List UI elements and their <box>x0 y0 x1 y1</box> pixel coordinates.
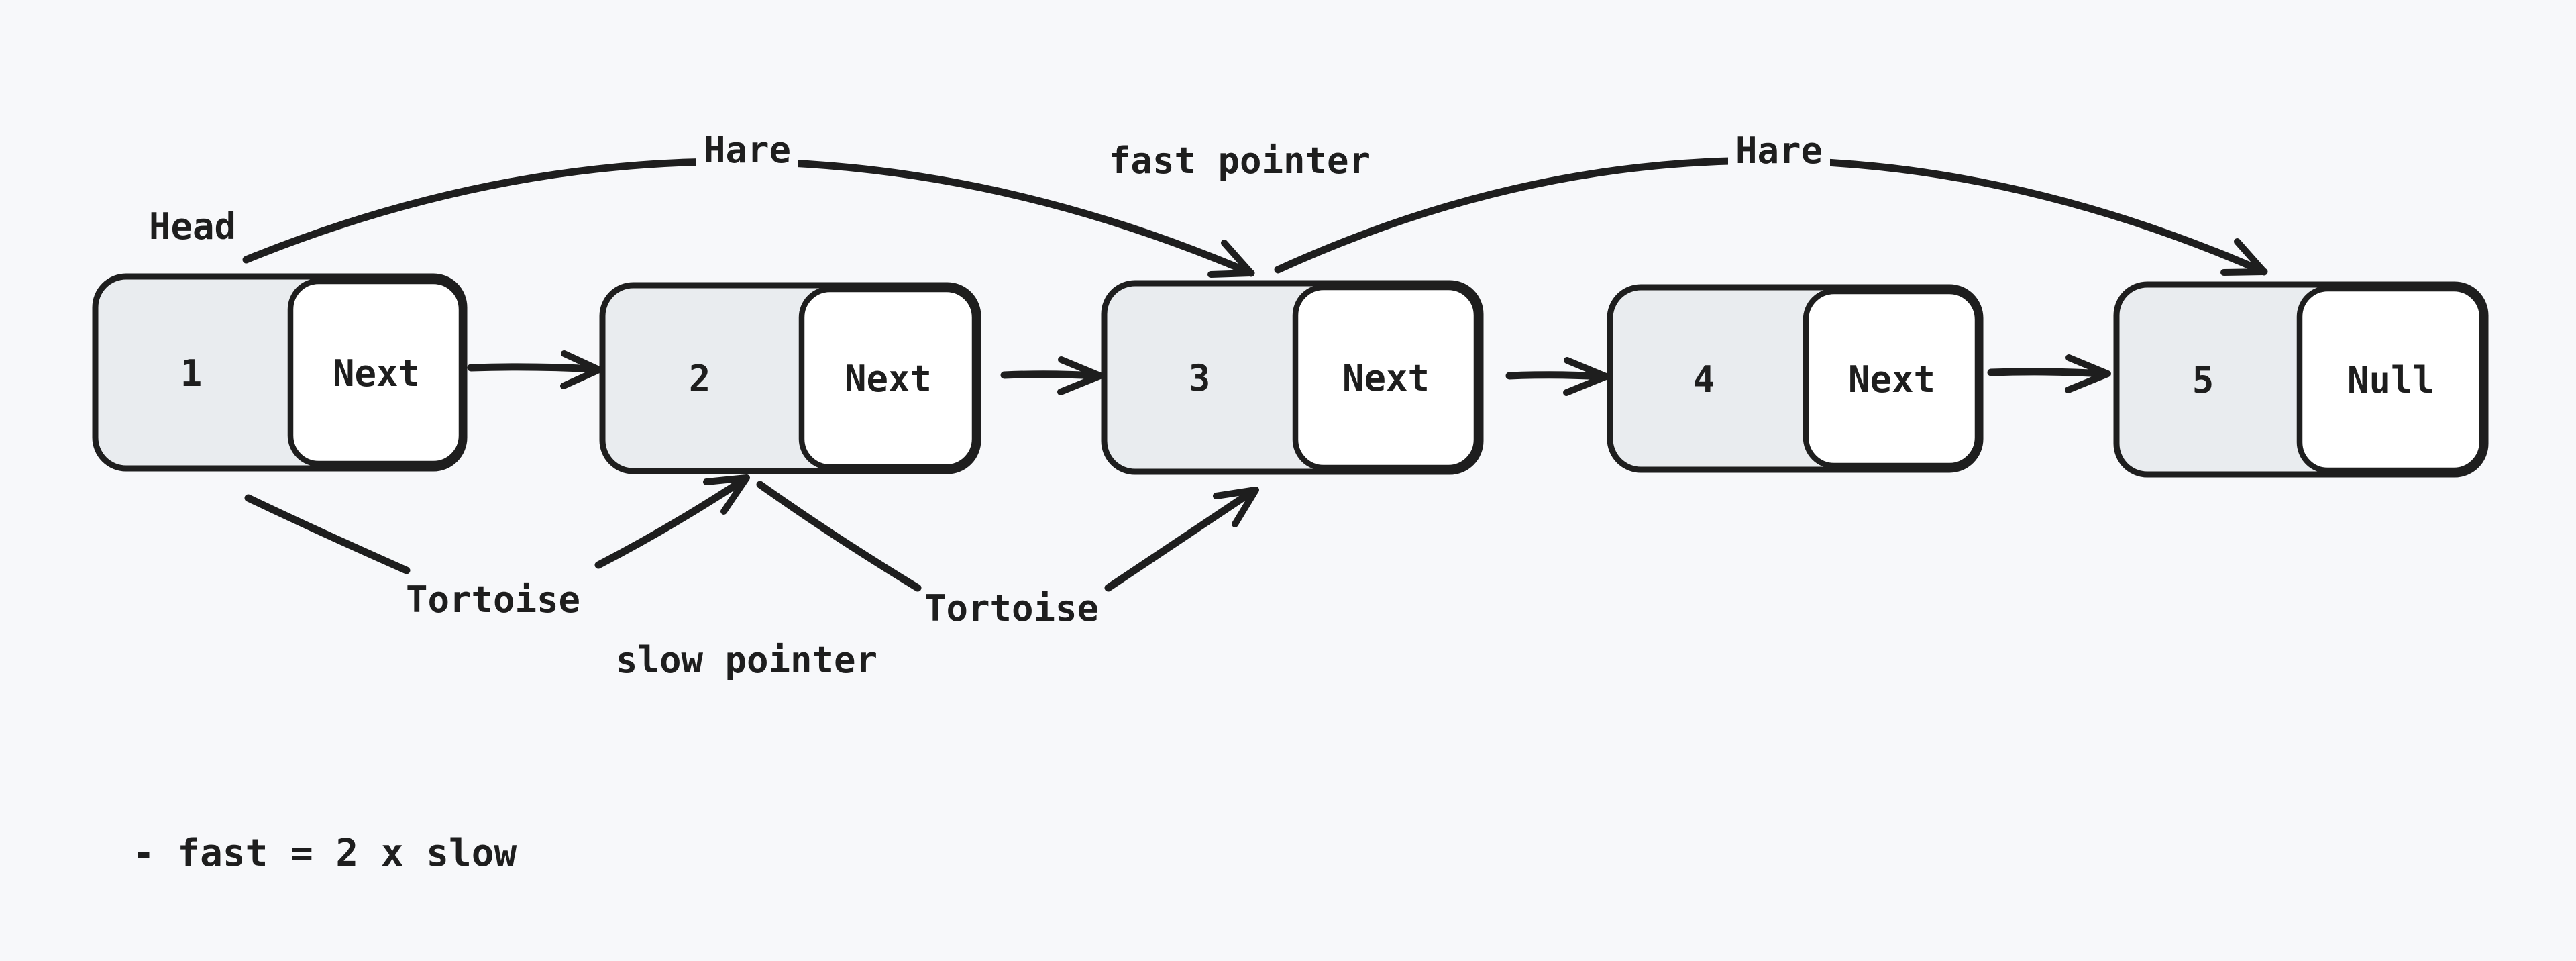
next-arrow-3-4-shaft <box>1505 371 1606 381</box>
node-5-value-label: 5 <box>2192 359 2214 401</box>
hare-arc-1 <box>242 158 1255 278</box>
tortoise-path-2-arrowhead-icon <box>1213 487 1259 527</box>
list-node-1: 1 Next <box>92 273 468 472</box>
node-4-pointer-cell <box>1803 288 1981 469</box>
node-1-pointer-cell <box>287 278 465 467</box>
node-1-pointer-label: Next <box>333 352 420 395</box>
hare-left-label-mask <box>696 128 798 170</box>
node-3-value-label: 3 <box>1189 357 1211 399</box>
hare-arc-1-curve <box>242 158 1255 277</box>
list-node-3: 3 Next <box>1101 280 1484 475</box>
next-arrow-2-3-arrowhead-icon <box>1057 356 1104 395</box>
node-2-pointer-label: Next <box>845 358 932 400</box>
next-arrow-1-2-shaft <box>467 363 598 373</box>
next-arrow-1-2-arrowhead-icon <box>560 350 602 389</box>
tortoise-path-2-right-segment <box>1104 488 1256 592</box>
node-3-pointer-cell <box>1292 284 1480 471</box>
tortoise-path-1-arrowhead-icon <box>703 474 750 515</box>
node-4-value-label: 4 <box>1693 358 1715 401</box>
tortoise-path-2 <box>756 480 1259 592</box>
next-arrow-4-5 <box>1987 354 2111 393</box>
tortoise-path-1 <box>244 474 750 574</box>
fast-pointer-label: fast pointer <box>1109 140 1371 182</box>
hare-left-label: Hare <box>704 129 791 171</box>
hare-arc-1-arrowhead-icon <box>1208 240 1254 278</box>
tortoise-path-2-left-segment <box>756 480 922 592</box>
tortoise-right-label: Tortoise <box>924 587 1099 629</box>
next-arrow-2-3-shaft <box>1000 370 1100 380</box>
note-fast-equals-2x-slow: - fast = 2 x slow <box>132 831 517 875</box>
slow-pointer-label: slow pointer <box>616 639 877 681</box>
node-4-pointer-label: Next <box>1848 358 1935 401</box>
hare-arc-2-curve <box>1274 156 2268 276</box>
hare-right-label-mask <box>1728 128 1830 171</box>
list-node-2: 2 Next <box>599 282 981 474</box>
list-node-4: 4 Next <box>1607 284 1984 473</box>
next-arrow-3-4-arrowhead-icon <box>1563 357 1609 396</box>
list-node-5: 5 Null <box>2113 281 2489 478</box>
tortoise-left-label: Tortoise <box>406 578 580 621</box>
next-arrow-2-3 <box>1000 356 1104 395</box>
next-arrow-4-5-shaft <box>1987 368 2108 378</box>
next-arrow-3-4 <box>1505 357 1609 396</box>
node-5-pointer-label: Null <box>2347 359 2434 401</box>
next-arrow-4-5-arrowhead-icon <box>2065 354 2111 393</box>
node-2-pointer-cell <box>798 286 978 470</box>
node-1-value-label: 1 <box>180 352 203 395</box>
next-arrow-1-2 <box>467 350 602 389</box>
tortoise-path-1-right-segment <box>594 476 747 569</box>
head-label: Head <box>149 205 236 248</box>
hare-right-label: Hare <box>1735 130 1823 172</box>
hare-arc-2 <box>1274 156 2268 276</box>
hare-arc-2-arrowhead-icon <box>2220 238 2267 276</box>
node-5-pointer-cell <box>2296 285 2485 474</box>
node-3-pointer-label: Next <box>1342 357 1430 399</box>
node-2-value-label: 2 <box>689 358 711 400</box>
tortoise-path-1-left-segment <box>244 494 411 574</box>
